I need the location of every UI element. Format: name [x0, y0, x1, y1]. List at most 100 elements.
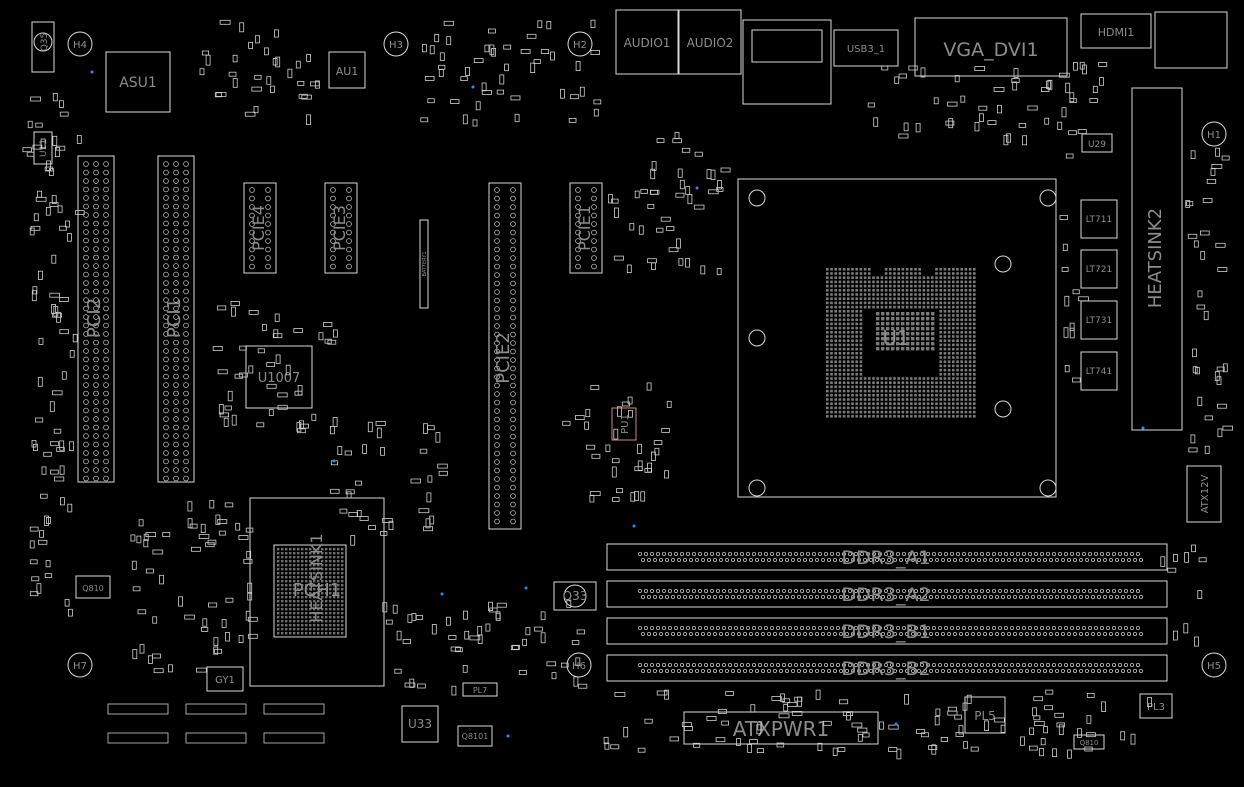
- ddr-pin: [680, 626, 685, 631]
- cpu-pin: [889, 406, 892, 410]
- cpu-pin: [838, 381, 842, 384]
- slot-pin: [265, 195, 271, 202]
- slot-pin: [103, 212, 109, 218]
- ddr-pin: [779, 632, 784, 637]
- cpu-pin: [838, 406, 842, 410]
- ddr-pin: [716, 589, 721, 594]
- smd-part: [1061, 266, 1069, 272]
- smd-part: [1034, 721, 1045, 726]
- cpu-pin: [939, 322, 942, 326]
- cpu-center-pad: [886, 322, 890, 326]
- pch-ball: [317, 616, 320, 619]
- slot-pin: [494, 238, 500, 244]
- pch-ball: [333, 568, 336, 571]
- cpu-pin: [855, 318, 858, 321]
- cpu-pin: [956, 389, 959, 393]
- slot-pin: [265, 229, 271, 236]
- slot-pin: [494, 280, 500, 287]
- ddr-pin: [722, 552, 727, 557]
- cpu-pin: [956, 347, 959, 351]
- cpu-pin: [863, 377, 867, 380]
- cpu-pin: [826, 394, 829, 397]
- cpu-center-pad: [891, 327, 895, 331]
- ddr-pin: [872, 626, 877, 631]
- ddr-pin: [815, 632, 820, 637]
- gy1-label: GY1: [215, 675, 235, 686]
- smd-part: [1011, 78, 1020, 83]
- smd-part: [1197, 396, 1203, 406]
- cpu-pin: [855, 322, 858, 326]
- pch-ball: [293, 592, 296, 595]
- pch-ball: [289, 612, 292, 615]
- pch-ball: [333, 584, 336, 587]
- pch-ball: [325, 608, 328, 611]
- cpu-pin: [889, 410, 892, 414]
- smd-part: [75, 210, 85, 215]
- ddr-pin: [638, 626, 643, 631]
- pch-ball: [277, 628, 280, 631]
- ddr-pin: [872, 589, 877, 594]
- ddr-pin: [1124, 552, 1129, 557]
- cpu-pin: [914, 406, 917, 410]
- cpu-pin: [834, 352, 837, 355]
- smd-part: [962, 702, 968, 711]
- smd-part: [305, 114, 311, 126]
- cpu-pin: [964, 318, 968, 321]
- slot-pin: [249, 204, 255, 210]
- cpu-pin: [826, 385, 829, 389]
- cpu-pin: [943, 284, 947, 288]
- smd-part: [323, 321, 333, 327]
- ddr-pin: [947, 669, 952, 674]
- ddr-pin: [731, 632, 736, 637]
- cpu-pin: [826, 402, 829, 405]
- smd-part: [1079, 61, 1085, 70]
- smd-part: [638, 225, 644, 235]
- pch-ball: [305, 556, 308, 559]
- slot-pin: [591, 238, 597, 244]
- smd-part: [487, 28, 496, 34]
- cpu-pin: [960, 331, 963, 334]
- ddr-pin: [914, 626, 919, 631]
- pch-ball: [333, 572, 336, 575]
- ddr-pin: [1067, 632, 1072, 637]
- cpu-pin: [960, 301, 963, 305]
- ddr-pin: [746, 626, 751, 631]
- pch-ball: [281, 584, 284, 587]
- ddr-pin: [677, 632, 682, 637]
- slot-pin: [103, 169, 109, 176]
- ddr-pin: [734, 589, 739, 594]
- cpu-pin: [901, 394, 905, 397]
- smd-part: [540, 49, 550, 54]
- cpu-pin: [952, 373, 955, 376]
- smd-part: [359, 516, 369, 521]
- cpu-pin: [859, 368, 863, 372]
- cpu-pin: [956, 305, 959, 309]
- cpu-pin: [830, 305, 833, 309]
- slot-pin: [173, 382, 179, 388]
- cpu-pin: [847, 415, 850, 418]
- cpu-pin: [834, 339, 837, 342]
- cpu-pin: [859, 297, 863, 300]
- cpu-pin: [855, 364, 858, 368]
- pch-ball: [301, 548, 304, 551]
- cpu-pin: [931, 398, 934, 401]
- ddr-pin: [1085, 669, 1090, 674]
- cpu-pin: [939, 268, 942, 271]
- pch-ball: [325, 580, 328, 583]
- cpu-pin: [952, 272, 955, 275]
- h3-mounting-hole: H3: [383, 31, 409, 57]
- cpu-pin: [851, 394, 854, 397]
- smd-part: [67, 233, 72, 242]
- ddr-pin: [791, 595, 796, 600]
- cpu-pin: [964, 301, 968, 305]
- pch-ball: [281, 564, 284, 567]
- smd-part: [46, 160, 51, 171]
- pch-ball: [337, 624, 340, 627]
- smd-part: [59, 296, 69, 302]
- cpu-pin: [851, 280, 854, 284]
- cpu-pin: [859, 385, 863, 389]
- cpu-pin: [914, 301, 917, 305]
- ddr-pin: [1079, 595, 1084, 600]
- cpu-pin: [973, 381, 976, 384]
- pch-ball: [341, 616, 344, 619]
